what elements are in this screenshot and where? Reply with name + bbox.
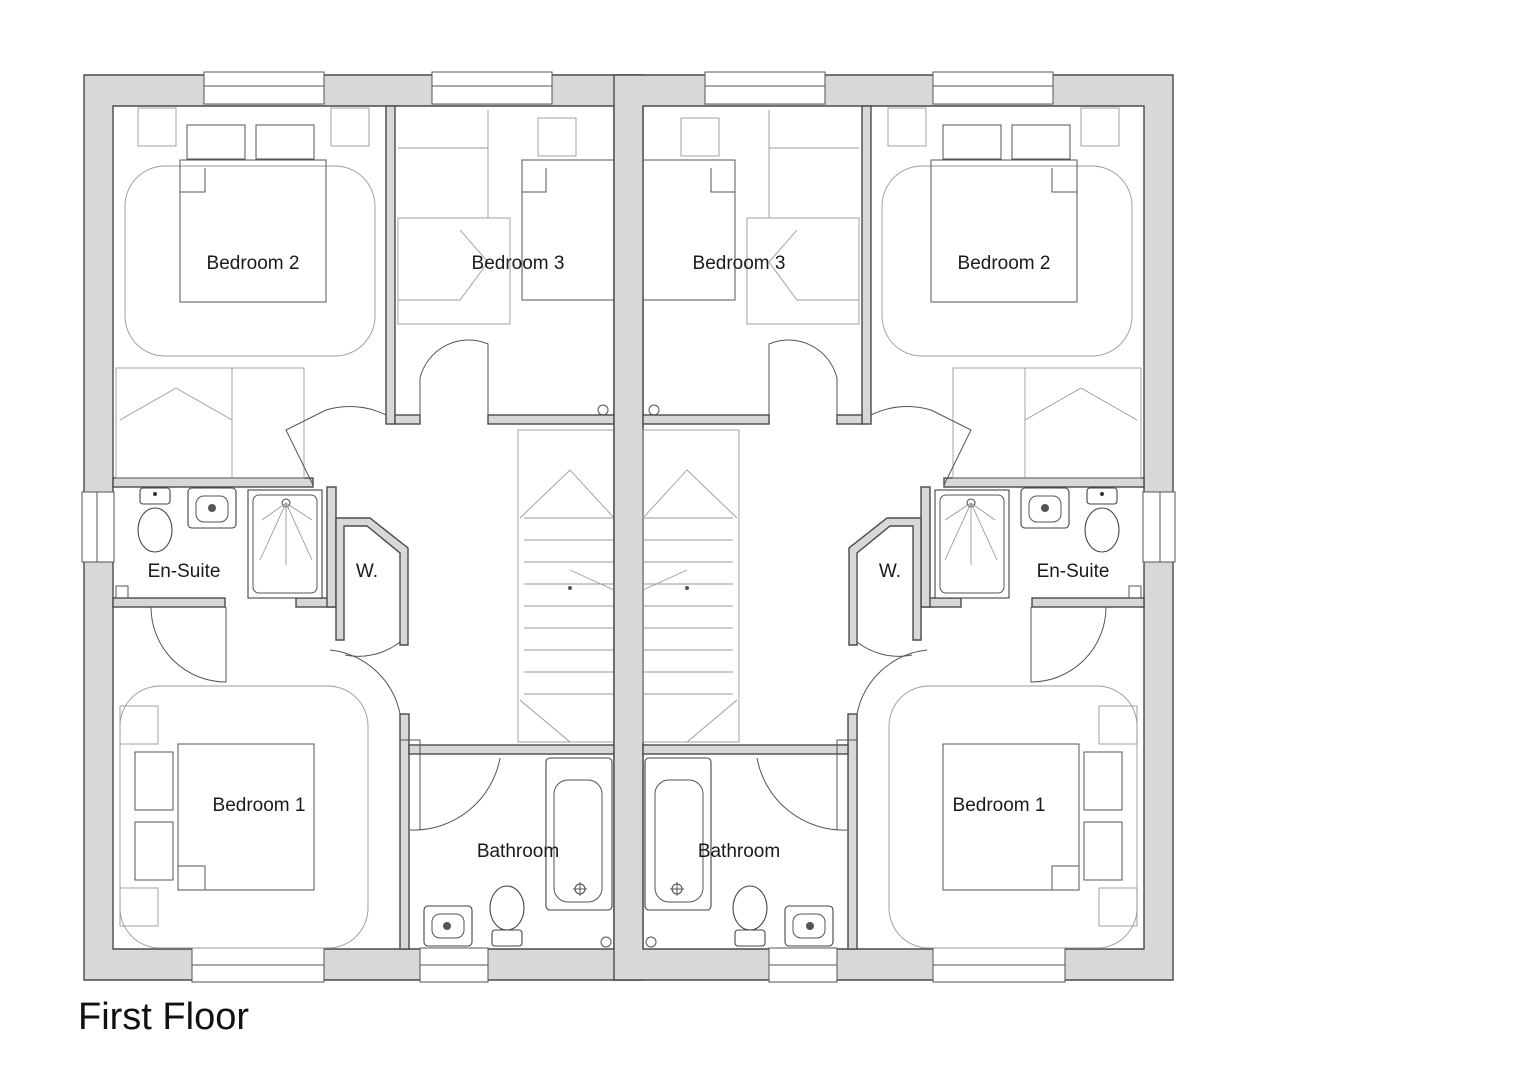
partition-wall	[399, 713, 410, 950]
partition-wall	[385, 105, 396, 425]
wardrobe	[115, 367, 305, 479]
unit-left: Bedroom 2 Bedroom 3 En-Suite W. Bedroom …	[81, 71, 644, 983]
room-label-en-suite: En-Suite	[148, 561, 221, 582]
room-label-en-suite: En-Suite	[1037, 561, 1110, 582]
partition-wall	[394, 414, 421, 425]
unit-right-labels: Bedroom 2 Bedroom 3 En-Suite W. Bedroom …	[693, 253, 1110, 862]
room-label-bedroom-2: Bedroom 2	[958, 253, 1051, 274]
room-label-wardrobe: W.	[356, 561, 378, 582]
room-label-bedroom-1: Bedroom 1	[953, 795, 1046, 816]
partition-wall	[408, 744, 615, 755]
room-label-wardrobe: W.	[879, 561, 901, 582]
en-suite-fixtures	[115, 487, 323, 599]
window	[81, 491, 115, 563]
door-swings	[150, 339, 501, 831]
staircase	[517, 429, 615, 743]
unit-right	[613, 71, 1176, 983]
room-label-bedroom-3: Bedroom 3	[472, 253, 565, 274]
partition-wall	[326, 486, 337, 608]
room-label-bathroom: Bathroom	[477, 841, 559, 862]
bathroom-fixtures	[423, 404, 613, 948]
partition-wall	[112, 597, 226, 608]
room-label-bedroom-3: Bedroom 3	[693, 253, 786, 274]
double-bed	[124, 107, 376, 357]
window	[203, 71, 325, 105]
room-label-bedroom-2: Bedroom 2	[207, 253, 300, 274]
room-label-bathroom: Bathroom	[698, 841, 780, 862]
plan-title: First Floor	[78, 996, 249, 1038]
partition-wall	[487, 414, 615, 425]
window	[431, 71, 553, 105]
room-label-bedroom-1: Bedroom 1	[213, 795, 306, 816]
partition-wall	[112, 477, 314, 488]
double-bed	[119, 685, 369, 949]
single-bed	[397, 110, 615, 325]
wardrobe-wall	[335, 517, 409, 646]
